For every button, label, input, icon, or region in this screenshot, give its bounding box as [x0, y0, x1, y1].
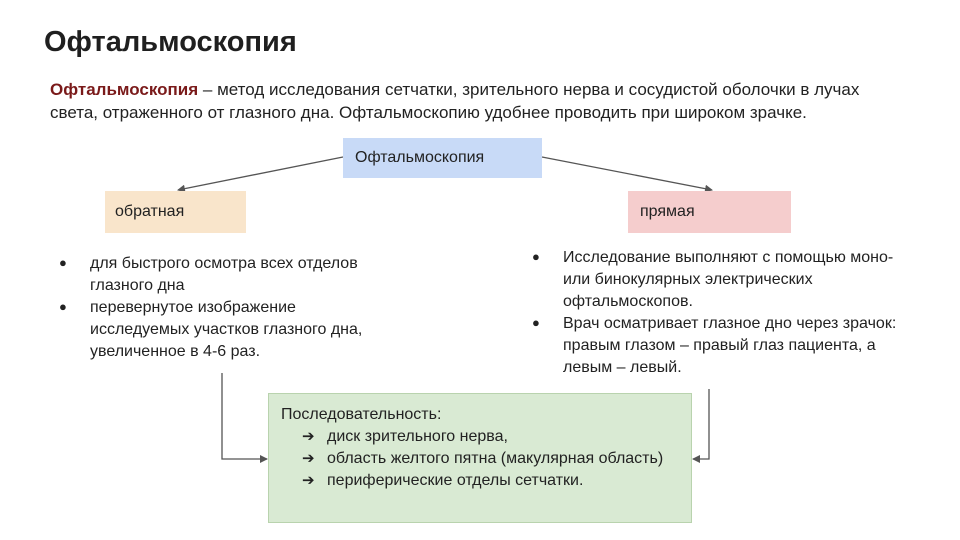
list-item: ● Врач осматривает глазное дно через зра… [528, 313, 908, 379]
indirect-method-points: ● для быстрого осмотра всех отделов глаз… [55, 253, 385, 363]
root-node-label: Офтальмоскопия [355, 149, 485, 166]
list-item: ➔ область желтого пятна (макулярная обла… [281, 448, 679, 470]
sequence-box: Последовательность: ➔ диск зрительного н… [268, 393, 692, 523]
list-item-text: перевернутое изображение исследуемых уча… [90, 299, 363, 360]
sequence-item-text: область желтого пятна (макулярная област… [327, 450, 664, 467]
list-item: ● для быстрого осмотра всех отделов глаз… [55, 253, 385, 297]
list-item: ● перевернутое изображение исследуемых у… [55, 297, 385, 363]
arrow-right-icon: ➔ [302, 450, 315, 467]
direct-method-node: прямая [628, 191, 791, 233]
arrow-root-to-right [541, 156, 713, 193]
sequence-list: ➔ диск зрительного нерва, ➔ область желт… [281, 426, 679, 492]
arrow-root-to-left [177, 156, 344, 193]
indirect-method-label: обратная [115, 203, 185, 220]
intro-term: Офтальмоскопия [50, 80, 199, 99]
arrow-right-to-sequence [692, 389, 710, 463]
sequence-item-text: диск зрительного нерва, [327, 428, 508, 445]
bullet-icon: ● [532, 249, 540, 264]
sequence-item-text: периферические отделы сетчатки. [327, 472, 584, 489]
list-item-text: Исследование выполняют с помощью моно- и… [563, 249, 894, 310]
sequence-heading: Последовательность: [281, 406, 442, 423]
bullet-icon: ● [59, 299, 67, 314]
direct-method-label: прямая [640, 203, 695, 220]
indirect-method-node: обратная [105, 191, 246, 233]
page-title: Офтальмоскопия [44, 26, 297, 58]
bullet-icon: ● [532, 315, 540, 330]
list-item-text: для быстрого осмотра всех отделов глазно… [90, 255, 358, 294]
bullet-icon: ● [59, 255, 67, 270]
list-item: ➔ периферические отделы сетчатки. [281, 470, 679, 492]
arrow-left-to-sequence [221, 373, 268, 463]
list-item: ● Исследование выполняют с помощью моно-… [528, 247, 908, 313]
list-item: ➔ диск зрительного нерва, [281, 426, 679, 448]
root-node: Офтальмоскопия [343, 138, 542, 178]
list-item-text: Врач осматривает глазное дно через зрачо… [563, 315, 897, 376]
direct-method-points: ● Исследование выполняют с помощью моно-… [528, 247, 908, 379]
arrow-right-icon: ➔ [302, 472, 315, 489]
intro-paragraph: Офтальмоскопия – метод исследования сетч… [50, 78, 910, 124]
intro-text: – метод исследования сетчатки, зрительно… [50, 80, 860, 122]
arrow-right-icon: ➔ [302, 428, 315, 445]
